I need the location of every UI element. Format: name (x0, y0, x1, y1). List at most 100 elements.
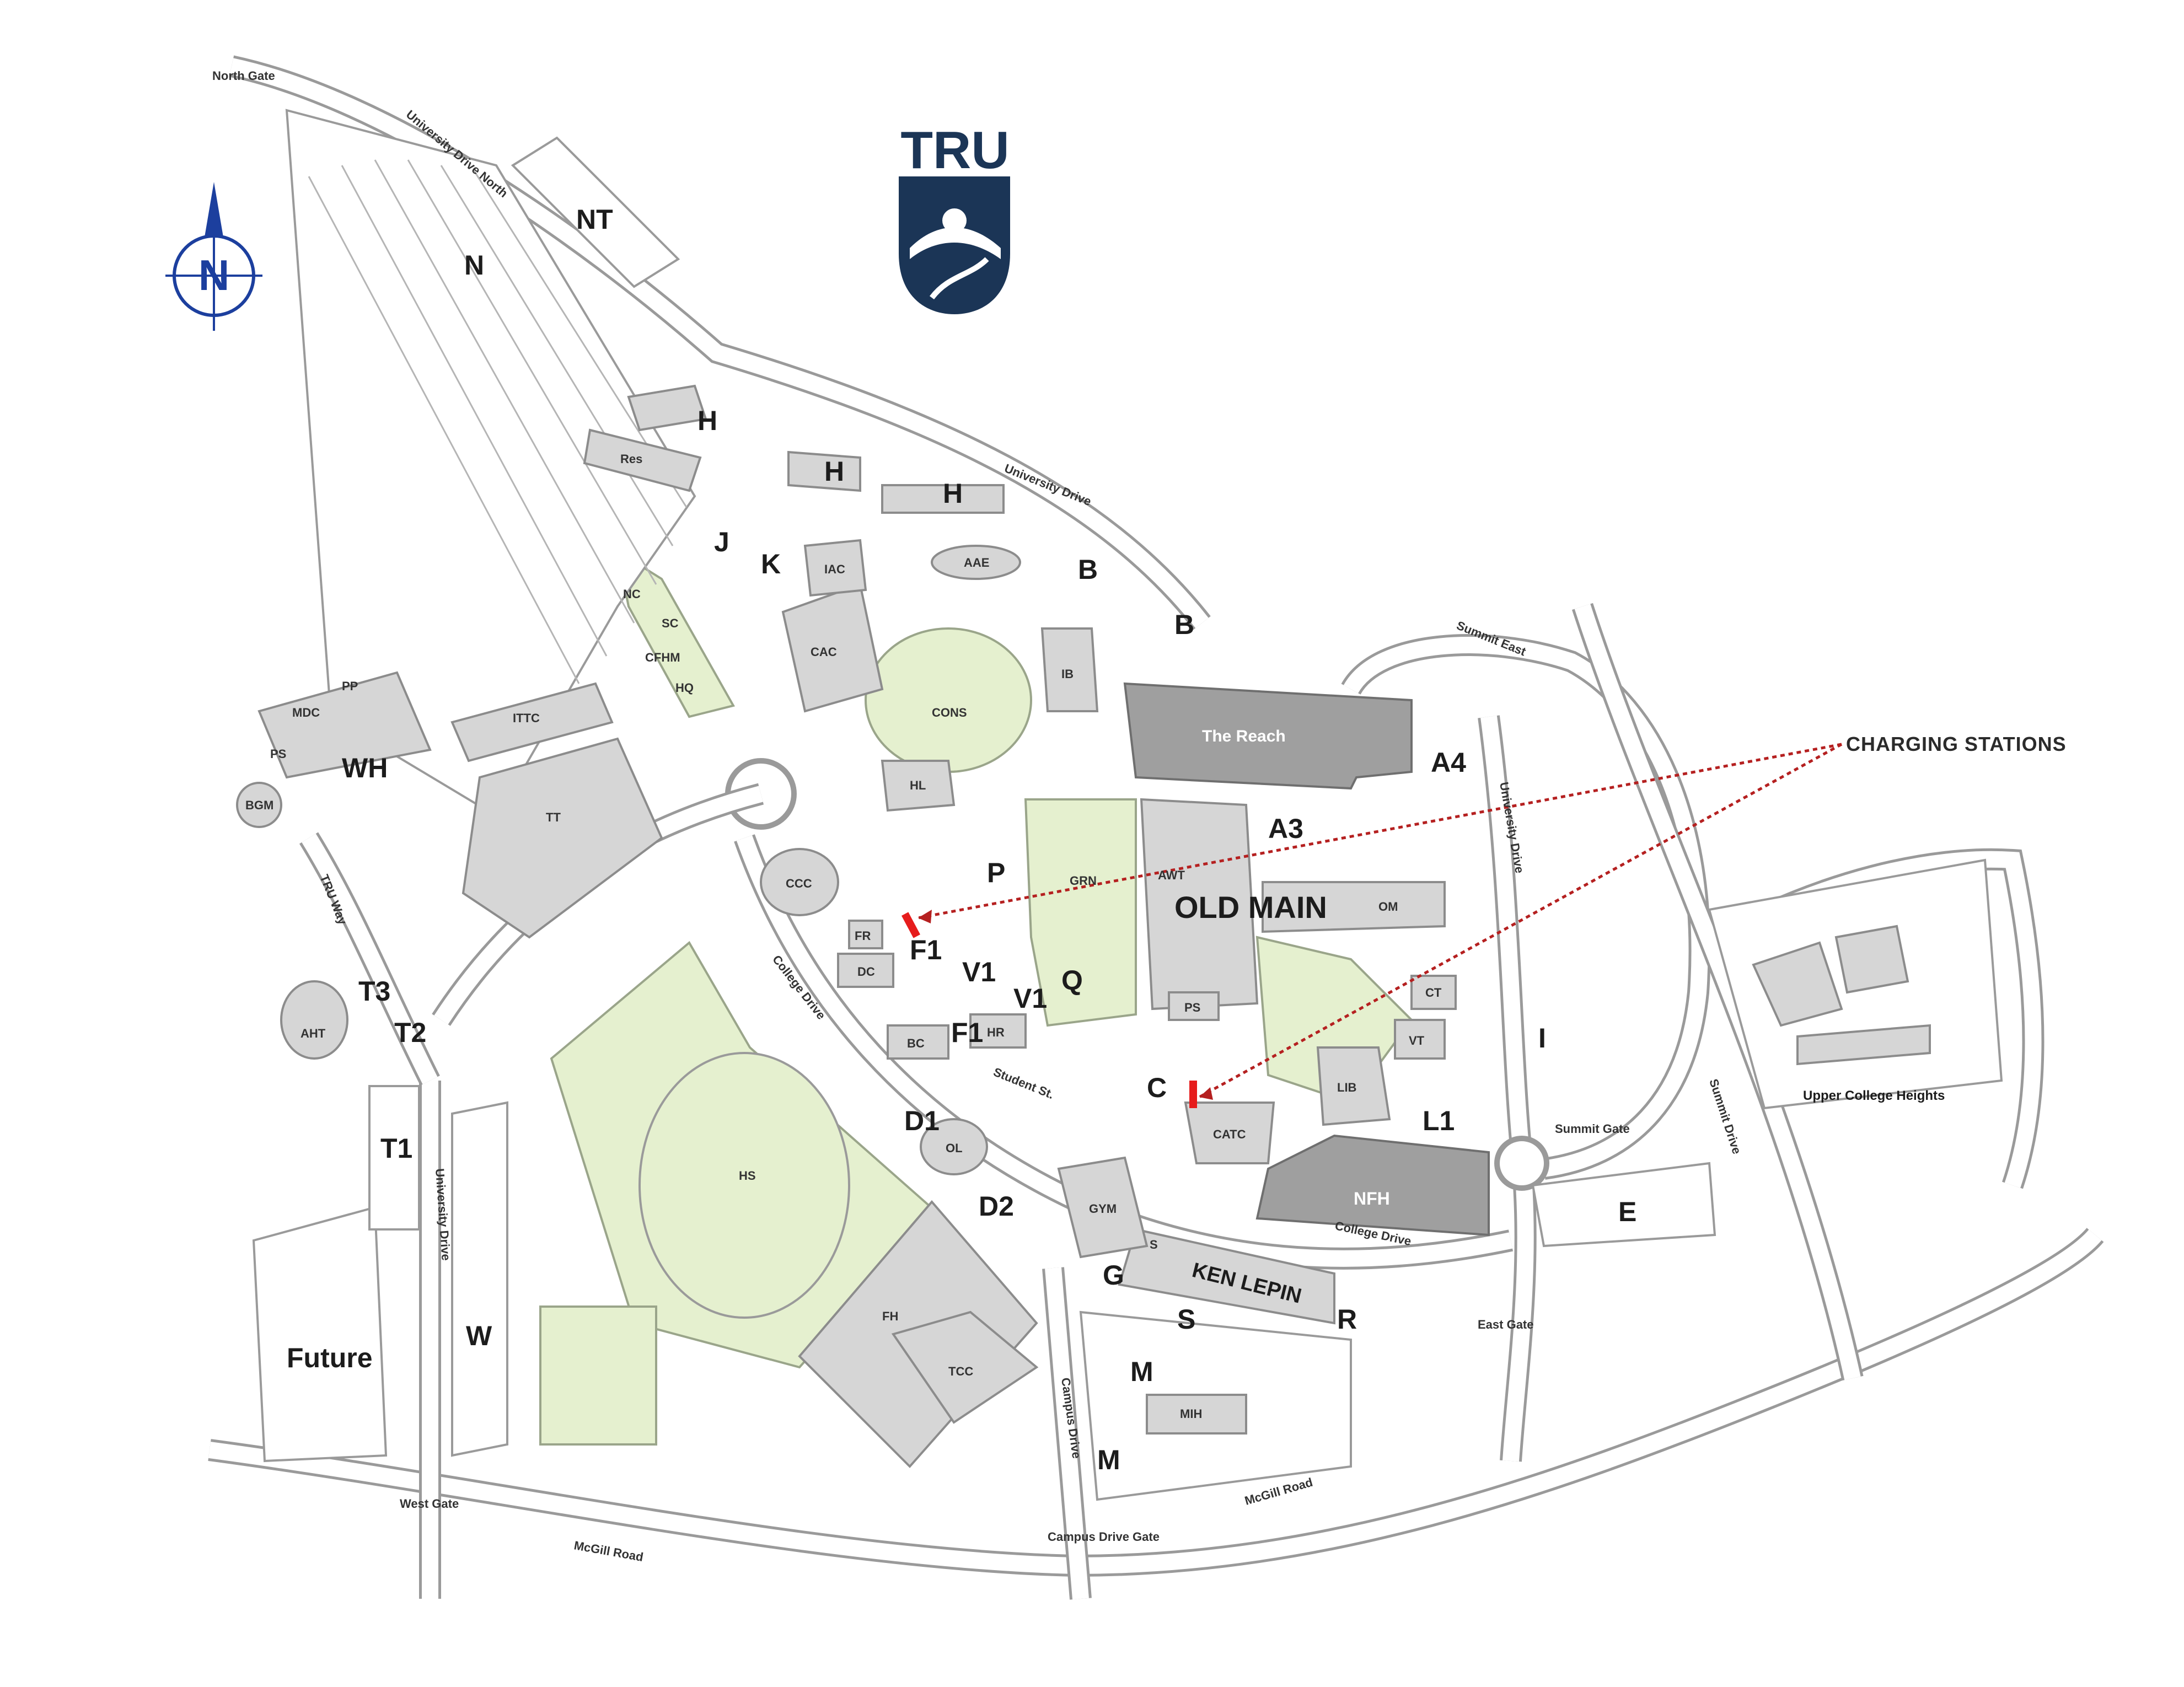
lot-b2: B (1174, 609, 1194, 640)
label-ib: IB (1061, 667, 1074, 681)
lot-m-south: M (1097, 1444, 1120, 1475)
label-vt: VT (1409, 1034, 1425, 1047)
lot-t1: T1 (380, 1133, 412, 1164)
gate-west: West Gate (400, 1497, 459, 1511)
label-tt: TT (546, 810, 561, 824)
label-mdc: MDC (292, 706, 320, 719)
lot-wh: WH (342, 753, 388, 783)
label-cons: CONS (932, 706, 967, 719)
lot-i: I (1538, 1023, 1546, 1054)
green-spaces (539, 549, 1413, 1446)
parking-lots (252, 109, 2003, 1501)
label-ol: OL (946, 1141, 963, 1155)
lot-v1-west: V1 (962, 957, 996, 987)
tru-shield-icon (899, 176, 1010, 314)
label-dc: DC (857, 965, 875, 979)
label-old-main: OLD MAIN (1174, 890, 1327, 925)
label-s-bldg: S (1150, 1238, 1158, 1251)
lot-e: E (1618, 1196, 1636, 1227)
buildings (236, 384, 1931, 1468)
compass-letter: N (198, 251, 229, 299)
label-fh: FH (882, 1309, 898, 1323)
label-hr: HR (987, 1025, 1005, 1039)
label-bgm: BGM (245, 798, 273, 812)
hc-green (616, 549, 736, 718)
label-nfh: NFH (1354, 1189, 1390, 1208)
lot-p: P (987, 857, 1005, 888)
label-ittc: ITTC (513, 711, 540, 725)
lot-a4: A4 (1431, 747, 1466, 778)
label-the-reach: The Reach (1202, 727, 1286, 745)
label-cfhm: CFHM (645, 651, 680, 664)
label-cac: CAC (811, 645, 837, 659)
road-student-st: Student St. (991, 1065, 1056, 1102)
tru-logo-text: TRU (900, 121, 1009, 180)
label-lib: LIB (1337, 1081, 1356, 1094)
label-gym: GYM (1089, 1202, 1117, 1216)
label-fr: FR (855, 929, 871, 943)
label-aht: AHT (300, 1027, 326, 1040)
lot-k: K (761, 549, 781, 579)
label-iac: IAC (824, 562, 845, 576)
lot-d1: D1 (904, 1105, 940, 1136)
lot-h2: H (824, 456, 844, 487)
gate-labels: North Gate Summit Gate East Gate West Ga… (212, 69, 1630, 1544)
label-bc: BC (907, 1036, 925, 1050)
label-tcc: TCC (948, 1364, 973, 1378)
label-om: OM (1378, 900, 1398, 914)
lot-nt: NT (576, 204, 613, 235)
label-hs: HS (739, 1169, 756, 1183)
lot-w: W (466, 1320, 492, 1351)
label-grn: GRN (1070, 874, 1097, 888)
lot-future: Future (287, 1342, 373, 1373)
gate-north: North Gate (212, 69, 275, 83)
label-pp: PP (342, 679, 358, 693)
label-catc: CATC (1213, 1127, 1246, 1141)
lot-j: J (714, 526, 729, 557)
label-hq: HQ (675, 681, 694, 695)
lot-h1: H (697, 405, 717, 436)
lot-m-north: M (1130, 1356, 1153, 1387)
soccer-field (539, 1305, 657, 1446)
lot-b1: B (1078, 554, 1098, 585)
charging-station-marker-f1 (901, 912, 920, 938)
label-sc: SC (662, 616, 679, 630)
campus-commons (865, 627, 1032, 773)
district-upper-college-heights: Upper College Heights (1803, 1088, 1945, 1103)
lot-t3: T3 (358, 976, 390, 1007)
lot-d2: D2 (979, 1191, 1014, 1222)
label-ps2: PS (270, 747, 286, 761)
label-ccc: CCC (786, 877, 812, 890)
label-awt: AWT (1158, 868, 1185, 882)
label-res: Res (620, 452, 642, 466)
lot-h3: H (943, 478, 963, 509)
lot-n: N (464, 250, 484, 281)
charging-stations-label: CHARGING STATIONS (1846, 733, 2067, 755)
lot-t2: T2 (394, 1017, 426, 1048)
tru-logo: TRU (899, 121, 1010, 314)
gate-campus-drive: Campus Drive Gate (1048, 1530, 1160, 1544)
lot-q: Q (1061, 965, 1083, 996)
parking-lot-labels: NT N H H H J K B B WH P F1 F1 V1 V1 Q A4… (287, 204, 1636, 1475)
lot-c: C (1147, 1072, 1167, 1103)
building-nfh (1255, 1134, 1490, 1237)
label-ct: CT (1425, 986, 1442, 1000)
building-old-main (1140, 798, 1259, 1011)
lot-l1: L1 (1423, 1105, 1455, 1136)
building-the-reach (1123, 682, 1413, 790)
lot-f1-south: F1 (951, 1017, 983, 1048)
label-ps: PS (1184, 1001, 1200, 1014)
label-aae: AAE (964, 556, 989, 570)
charging-stations-legend: CHARGING STATIONS (901, 733, 2067, 1108)
lot-g: G (1103, 1260, 1124, 1291)
road-summit-drive: Summit Drive (1707, 1077, 1744, 1156)
label-nc: NC (623, 587, 641, 601)
north-compass-icon: N (165, 182, 262, 331)
road-mcgill-west: McGill Road (573, 1538, 645, 1564)
lot-s: S (1177, 1304, 1195, 1335)
building-ken-lepin (1118, 1228, 1335, 1325)
gate-summit: Summit Gate (1555, 1122, 1630, 1136)
lot-a3: A3 (1268, 813, 1303, 844)
gate-east: East Gate (1478, 1318, 1534, 1331)
